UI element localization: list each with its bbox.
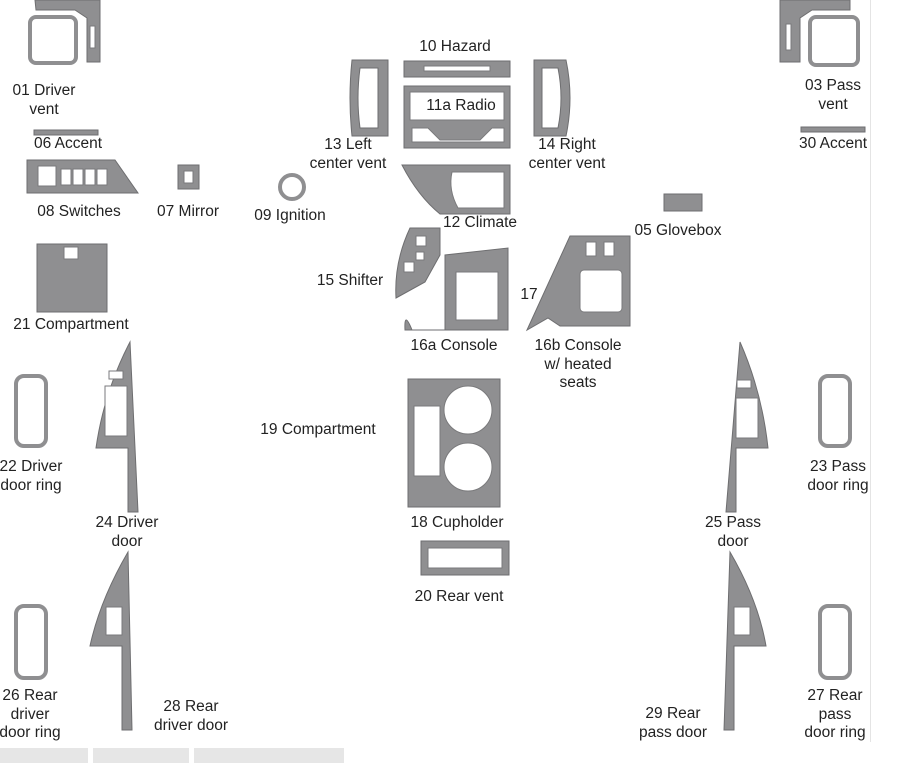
part-30-accent xyxy=(800,126,866,133)
label-13-left-center-vent: 13 Left center vent xyxy=(309,136,387,172)
label-07-mirror: 07 Mirror xyxy=(156,203,220,220)
label-09-ignition: 09 Ignition xyxy=(254,207,326,224)
label-30-accent: 30 Accent xyxy=(798,135,868,152)
label-06-accent: 06 Accent xyxy=(33,135,103,152)
part-03-pass-vent xyxy=(779,0,860,67)
label-18-cupholder: 18 Cupholder xyxy=(410,514,504,531)
part-13-left-center-vent xyxy=(349,59,389,137)
label-21-compartment: 21 Compartment xyxy=(13,316,129,333)
dash-kit-diagram: 01 Driver vent 03 Pass vent 05 Glovebox … xyxy=(0,0,870,742)
label-10-hazard: 10 Hazard xyxy=(419,38,491,55)
part-24-driver-door xyxy=(95,340,139,513)
part-11a-radio xyxy=(403,85,511,149)
label-24-driver-door: 24 Driver door xyxy=(95,514,159,550)
label-11a-radio: 11a Radio xyxy=(426,97,496,114)
part-07-mirror xyxy=(177,164,200,190)
label-25-pass-door: 25 Pass door xyxy=(704,514,762,550)
part-16b-console xyxy=(525,235,631,332)
label-26-rear-driver-door-ring: 26 Rear driver door ring xyxy=(0,687,61,741)
label-14-right-center-vent: 14 Right center vent xyxy=(528,136,606,172)
part-26-rear-driver-door-ring xyxy=(14,604,48,680)
part-20-rear-vent xyxy=(420,540,510,576)
label-29-rear-pass-door: 29 Rear pass door xyxy=(638,705,708,741)
label-16a-console: 16a Console xyxy=(410,337,498,354)
part-23-pass-door-ring xyxy=(818,374,852,448)
part-25-pass-door xyxy=(725,341,769,513)
label-08-switches: 08 Switches xyxy=(37,203,121,220)
part-01-driver-vent xyxy=(28,0,101,65)
label-17: 17 xyxy=(520,286,538,303)
parts-drawing xyxy=(14,0,866,731)
part-21-compartment xyxy=(36,243,108,313)
part-10-hazard xyxy=(403,60,511,78)
label-16b-console: 16b Console w/ heated seats xyxy=(534,337,622,391)
part-06-accent xyxy=(33,129,99,136)
part-18-cupholder xyxy=(407,378,501,508)
diagram-right-border xyxy=(870,0,871,742)
label-03-pass-vent: 03 Pass vent xyxy=(804,77,862,113)
part-27-rear-pass-door-ring xyxy=(818,604,852,680)
label-20-rear-vent: 20 Rear vent xyxy=(414,588,504,605)
label-23-pass-door-ring: 23 Pass door ring xyxy=(807,458,869,494)
thumbnail-2[interactable] xyxy=(93,748,189,763)
label-28-rear-driver-door: 28 Rear driver door xyxy=(153,698,229,734)
part-15-shifter xyxy=(395,227,441,299)
label-22-driver-door-ring: 22 Driver door ring xyxy=(0,458,63,494)
part-05-glovebox xyxy=(663,193,703,212)
part-12-climate xyxy=(401,164,511,215)
label-15-shifter: 15 Shifter xyxy=(316,272,384,289)
part-16a-console xyxy=(404,247,509,331)
part-28-rear-driver-door xyxy=(89,550,133,731)
thumbnail-3[interactable] xyxy=(194,748,344,763)
part-14-right-center-vent xyxy=(533,59,571,137)
part-08-switches xyxy=(26,159,139,194)
part-22-driver-door-ring xyxy=(14,374,48,448)
label-12-climate: 12 Climate xyxy=(442,214,518,231)
part-09-ignition xyxy=(278,173,306,201)
thumbnail-1[interactable] xyxy=(0,748,88,763)
label-27-rear-pass-door-ring: 27 Rear pass door ring xyxy=(804,687,866,741)
label-05-glovebox: 05 Glovebox xyxy=(634,222,722,239)
part-29-rear-pass-door xyxy=(723,550,767,731)
label-19-compartment: 19 Compartment xyxy=(260,421,376,438)
label-01-driver-vent: 01 Driver vent xyxy=(12,82,76,118)
